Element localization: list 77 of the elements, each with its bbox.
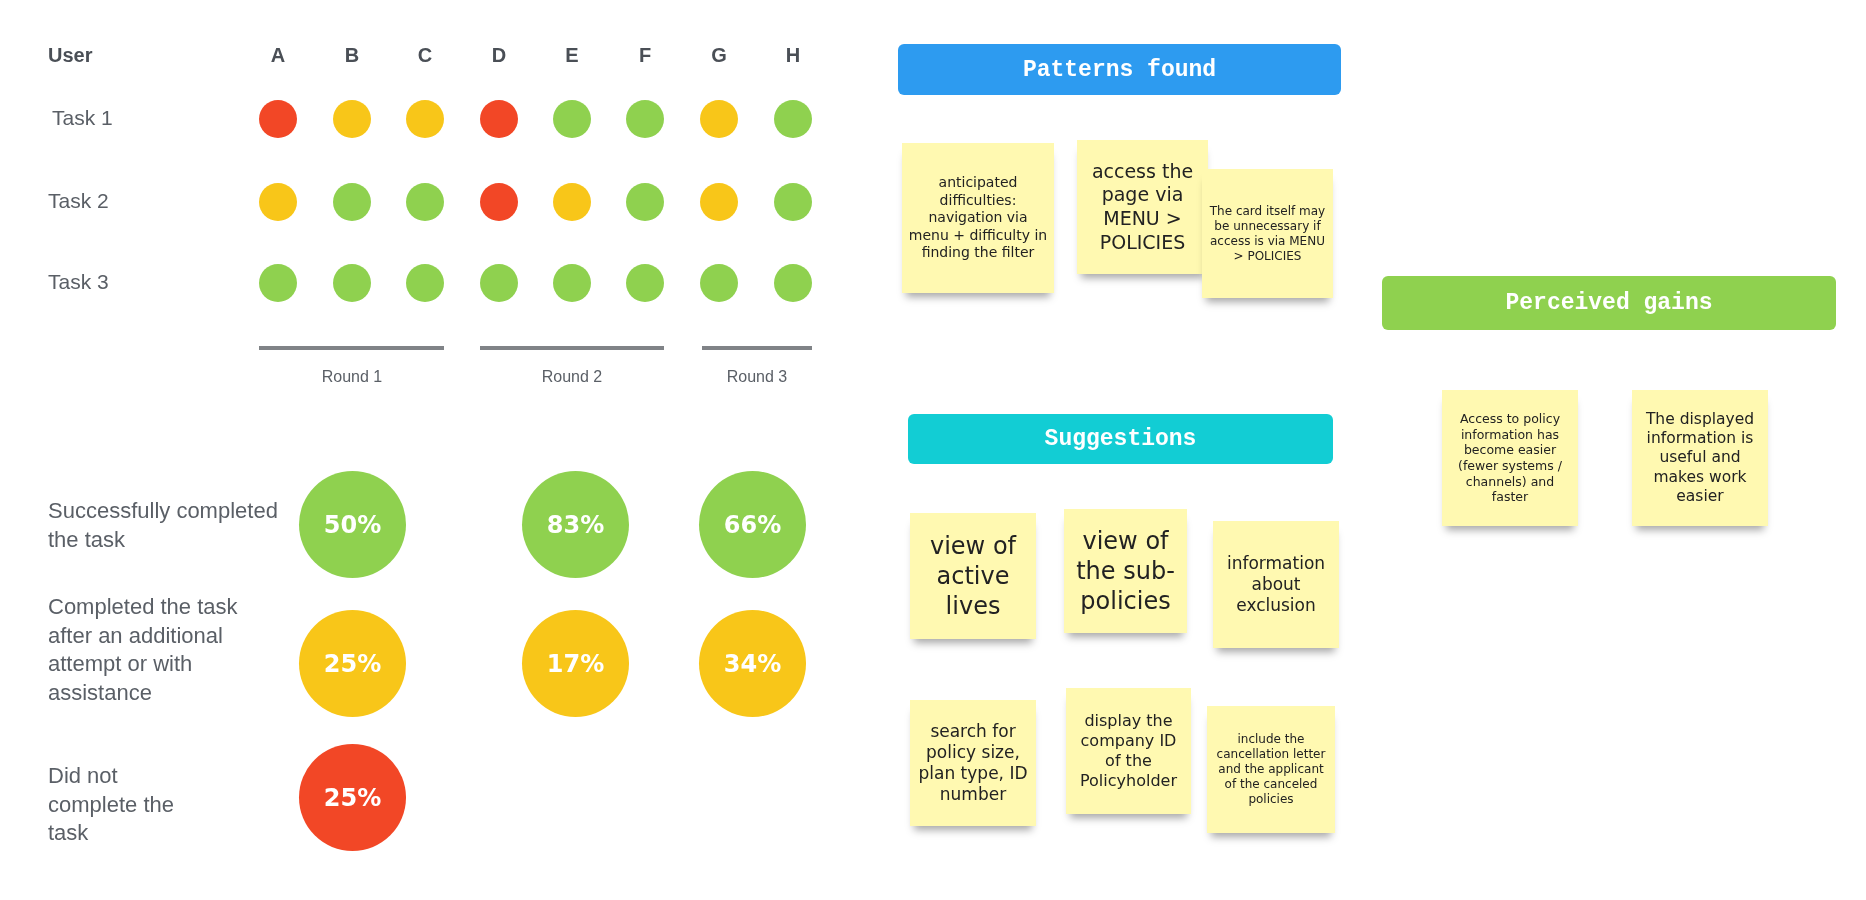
section-title: Patterns found <box>1022 56 1217 83</box>
percentage-value: 50% <box>323 510 382 539</box>
status-dot <box>774 264 812 302</box>
note-text: view of active lives <box>929 531 1018 621</box>
status-dot <box>259 100 297 138</box>
legend-text: Successfully completed the task <box>48 497 278 554</box>
round-label: Round 2 <box>541 368 603 386</box>
status-dot <box>774 183 812 221</box>
percentage-value: 66% <box>723 510 782 539</box>
sticky-note <box>1632 390 1768 526</box>
sticky-note <box>1064 509 1187 633</box>
column-header: E <box>565 44 579 67</box>
status-dot <box>700 183 738 221</box>
column-header: C <box>417 44 433 67</box>
column-header: G <box>711 44 727 67</box>
column-header: H <box>785 44 801 67</box>
percentage-value: 25% <box>323 783 382 812</box>
sticky-note <box>902 143 1054 293</box>
status-dot <box>626 183 664 221</box>
column-header: F <box>638 44 652 67</box>
sticky-note <box>1213 521 1339 648</box>
status-dot <box>406 100 444 138</box>
status-dot <box>333 100 371 138</box>
status-dot <box>553 183 591 221</box>
status-dot <box>480 264 518 302</box>
section-title: Suggestions <box>1044 426 1197 452</box>
status-dot <box>626 264 664 302</box>
sticky-note <box>1202 169 1333 298</box>
status-dot <box>774 100 812 138</box>
round-label: Round 1 <box>321 368 383 386</box>
status-dot <box>333 183 371 221</box>
note-text: information about exclusion <box>1225 552 1327 617</box>
section-title: Perceived gains <box>1505 290 1713 316</box>
row-label: Task 1 <box>52 106 113 130</box>
status-dot <box>333 264 371 302</box>
status-dot <box>480 183 518 221</box>
status-dot <box>480 100 518 138</box>
note-text: The card itself may be unnecessary if access is via MENU > POLICIES <box>1208 203 1327 264</box>
note-text: anticipated difficulties: navigation via menu + difficulty in finding the filter <box>908 174 1048 262</box>
sticky-note <box>1207 706 1335 833</box>
note-text: view of the sub-policies <box>1075 526 1176 616</box>
percentage-value: 34% <box>723 649 782 678</box>
status-dot <box>700 100 738 138</box>
status-dot <box>259 264 297 302</box>
status-dot <box>626 100 664 138</box>
column-header: D <box>491 44 507 67</box>
note-text: Access to policy information has become easier (fewer systems / channels) and faster <box>1457 411 1563 505</box>
sticky-note <box>1442 390 1578 526</box>
row-label: Task 2 <box>48 189 109 213</box>
section-header-bar <box>908 414 1333 464</box>
percentage-value: 83% <box>546 510 605 539</box>
percentage-value: 25% <box>323 649 382 678</box>
sticky-note <box>1066 688 1191 814</box>
note-text: The displayed information is useful and makes work easier <box>1644 409 1756 507</box>
note-text: search for policy size, plan type, ID number <box>917 720 1029 806</box>
section-header-bar <box>898 44 1341 95</box>
column-header: User <box>48 44 93 67</box>
section-header-bar <box>1382 276 1836 330</box>
status-dot <box>553 100 591 138</box>
status-dot <box>553 264 591 302</box>
sticky-note <box>910 700 1036 826</box>
note-text: include the cancellation letter and the applicant of the canceled policies <box>1215 732 1327 807</box>
column-header: A <box>270 44 286 67</box>
note-text: access the page via MENU > POLICIES <box>1090 159 1195 255</box>
status-dot <box>406 264 444 302</box>
round-label: Round 3 <box>726 368 788 386</box>
legend-text: Completed the task after an additional attempt or with assistance <box>48 593 239 707</box>
status-dot <box>700 264 738 302</box>
column-header: B <box>344 44 360 67</box>
percentage-value: 17% <box>546 649 605 678</box>
sticky-note <box>910 513 1036 639</box>
sticky-note <box>1077 140 1208 274</box>
row-label: Task 3 <box>48 270 109 294</box>
status-dot <box>259 183 297 221</box>
legend-text: Did not complete the task <box>48 762 175 848</box>
note-text: display the company ID of the Policyholder <box>1079 711 1178 791</box>
status-dot <box>406 183 444 221</box>
